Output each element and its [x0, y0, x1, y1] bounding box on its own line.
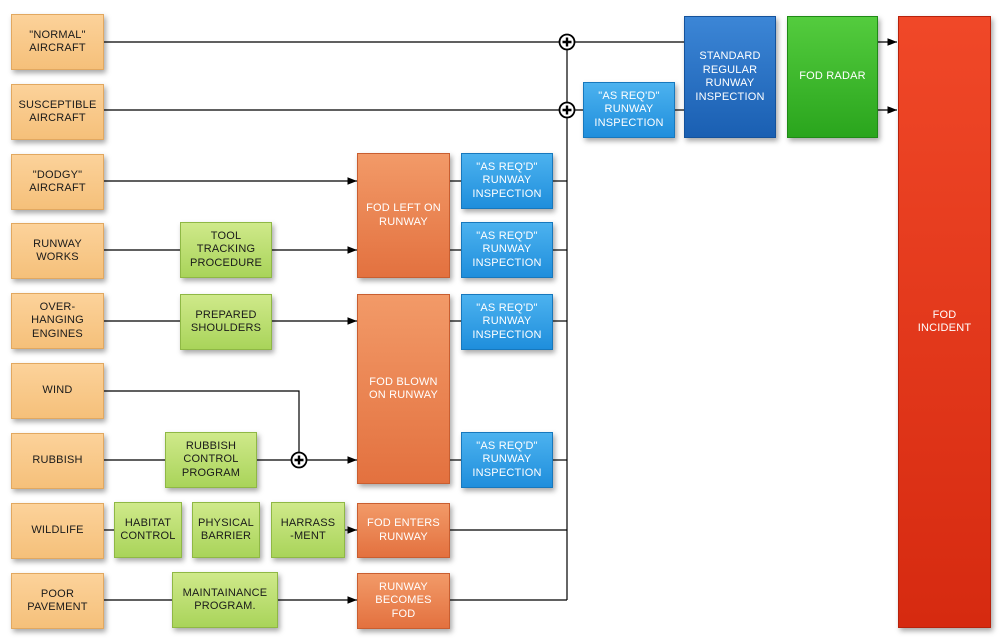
control-rubbish-program: RUBBISH CONTROL PROGRAM	[165, 432, 257, 488]
inspection-as-reqd-2: "AS REQ'D" RUNWAY INSPECTION	[461, 222, 553, 278]
source-normal-aircraft: "NORMAL" AIRCRAFT	[11, 14, 104, 70]
source-rubbish: RUBBISH	[11, 433, 104, 489]
source-overhanging-engines: OVER- HANGING ENGINES	[11, 293, 104, 349]
source-dodgy-aircraft: "DODGY" AIRCRAFT	[11, 154, 104, 210]
control-maintenance-program: MAINTAINANCE PROGRAM.	[172, 572, 278, 628]
control-habitat: HABITAT CONTROL	[114, 502, 182, 558]
event-runway-becomes-fod: RUNWAY BECOMES FOD	[357, 573, 450, 629]
control-tool-tracking: TOOL TRACKING PROCEDURE	[180, 222, 272, 278]
inspection-as-reqd-top: "AS REQ'D" RUNWAY INSPECTION	[583, 82, 675, 138]
plus-circle-icon	[558, 101, 576, 119]
source-poor-pavement: POOR PAVEMENT	[11, 573, 104, 629]
inspection-as-reqd-3: "AS REQ'D" RUNWAY INSPECTION	[461, 294, 553, 350]
line-wind	[104, 390, 300, 452]
source-wind: WIND	[11, 363, 104, 419]
control-prepared-shoulders: PREPARED SHOULDERS	[180, 294, 272, 350]
event-fod-blown-on-runway: FOD BLOWN ON RUNWAY	[357, 294, 450, 484]
source-runway-works: RUNWAY WORKS	[11, 223, 104, 279]
control-harrassment: HARRASS -MENT	[271, 502, 345, 558]
control-physical-barrier: PHYSICAL BARRIER	[192, 502, 260, 558]
inspection-as-reqd-1: "AS REQ'D" RUNWAY INSPECTION	[461, 153, 553, 209]
plus-circle-icon	[558, 33, 576, 51]
inspection-as-reqd-4: "AS REQ'D" RUNWAY INSPECTION	[461, 432, 553, 488]
inspection-standard-regular: STANDARD REGULAR RUNWAY INSPECTION	[684, 16, 776, 138]
fod-radar: FOD RADAR	[787, 16, 878, 138]
source-susceptible-aircraft: SUSCEPTIBLE AIRCRAFT	[11, 84, 104, 140]
source-wildlife: WILDLIFE	[11, 503, 104, 559]
plus-circle-icon	[290, 451, 308, 469]
event-fod-enters-runway: FOD ENTERS RUNWAY	[357, 503, 450, 558]
event-fod-left-on-runway: FOD LEFT ON RUNWAY	[357, 153, 450, 278]
fod-incident: FOD INCIDENT	[898, 16, 991, 628]
